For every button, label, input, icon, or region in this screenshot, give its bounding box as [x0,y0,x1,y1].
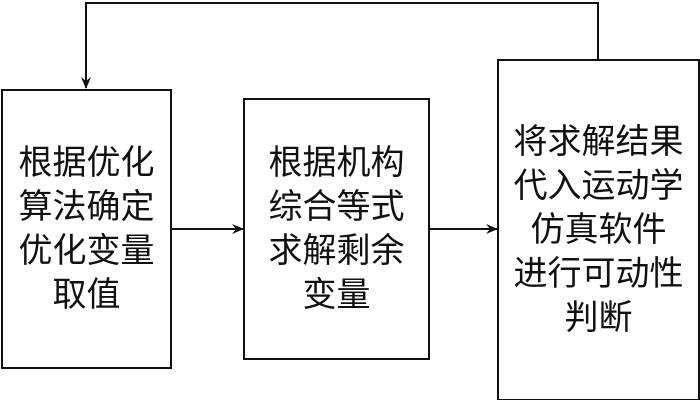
box-simulation-check: 将求解结果 代入运动学 仿真软件 进行可动性 判断 [497,59,700,400]
box-text-line: 综合等式 [268,187,405,227]
box-text-line: 将求解结果 [513,122,684,162]
box-determine-variables: 根据优化 算法确定 优化变量 取值 [1,89,172,369]
box-text-line: 优化变量 [18,231,155,271]
box-text-line: 求解剩余 [268,231,405,271]
box-text-line: 判断 [564,298,633,338]
box-text-line: 变量 [302,275,371,315]
box-text-line: 根据优化 [18,143,155,183]
box-text-line: 仿真软件 [530,210,667,250]
box-text-line: 进行可动性 [513,254,684,294]
box-text-line: 代入运动学 [513,166,684,206]
box-text-line: 算法确定 [18,187,155,227]
box-text-line: 取值 [52,275,121,315]
feedback-arrow [81,2,599,89]
box-text-line: 根据机构 [268,143,405,183]
box-solve-remaining: 根据机构 综合等式 求解剩余 变量 [243,98,430,360]
